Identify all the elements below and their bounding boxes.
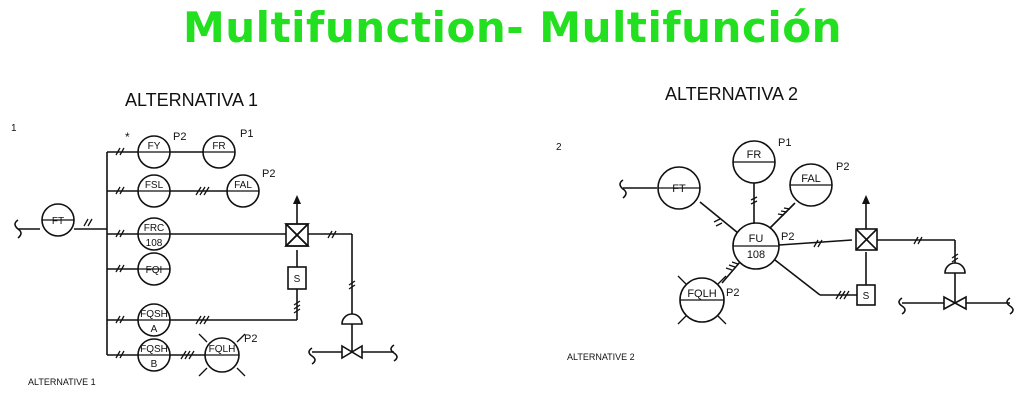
fqsh-b-sub: B bbox=[151, 359, 158, 370]
fqlh-label: FQLH bbox=[209, 344, 236, 355]
page-title: Multifunction- Multifunción bbox=[182, 3, 842, 52]
diagram-number-2: 2 bbox=[556, 142, 562, 153]
signal-hash-marks bbox=[83, 147, 959, 360]
alternative-1-caption: ALTERNATIVE 1 bbox=[28, 377, 96, 387]
fqsh-a-sub: A bbox=[151, 324, 158, 335]
fsl-label: FSL bbox=[145, 180, 164, 191]
fal-tag: P2 bbox=[262, 168, 275, 180]
fu-tag: P2 bbox=[781, 231, 794, 243]
fr-label: FR bbox=[212, 141, 225, 152]
fqsh-b-label: FQSH bbox=[140, 344, 168, 355]
fqlh2-label: FQLH bbox=[687, 288, 716, 300]
alternativa-1-heading: ALTERNATIVA 1 bbox=[125, 90, 259, 110]
alternative-2-caption: ALTERNATIVE 2 bbox=[567, 352, 635, 362]
alternative-2-diagram bbox=[619, 179, 1014, 315]
ft2-label: FT bbox=[672, 183, 686, 195]
arrow-up-icon bbox=[862, 195, 870, 204]
fqsh-a-label: FQSH bbox=[140, 309, 168, 320]
fal-label: FAL bbox=[234, 180, 252, 191]
frc-label: FRC bbox=[144, 223, 165, 234]
fy-label: FY bbox=[148, 141, 161, 152]
fal2-tag: P2 bbox=[836, 161, 849, 173]
solenoid-label: S bbox=[294, 274, 301, 285]
fal2-label: FAL bbox=[801, 173, 821, 185]
fqlh-tag: P2 bbox=[244, 333, 257, 345]
fu-label: FU bbox=[749, 233, 764, 245]
solenoid-box bbox=[287, 266, 307, 290]
diagram-number-1: 1 bbox=[11, 123, 17, 134]
alternative-1-diagram bbox=[14, 151, 398, 365]
arrow-up-icon bbox=[293, 195, 301, 204]
fqi-label: FQI bbox=[146, 265, 163, 276]
fy-tag: P2 bbox=[173, 131, 186, 143]
fqlh2-tag: P2 bbox=[726, 287, 739, 299]
fr-tag: P1 bbox=[240, 128, 253, 140]
solenoid2-box bbox=[856, 284, 876, 306]
fr2-label: FR bbox=[747, 149, 762, 161]
fu-number: 108 bbox=[747, 249, 765, 261]
fr2-tag: P1 bbox=[778, 137, 791, 149]
star-note: * bbox=[125, 130, 130, 144]
frc-number: 108 bbox=[146, 238, 163, 249]
solenoid2-label: S bbox=[863, 291, 870, 302]
alternativa-2-heading: ALTERNATIVA 2 bbox=[665, 84, 799, 104]
ft-label: FT bbox=[52, 216, 64, 227]
